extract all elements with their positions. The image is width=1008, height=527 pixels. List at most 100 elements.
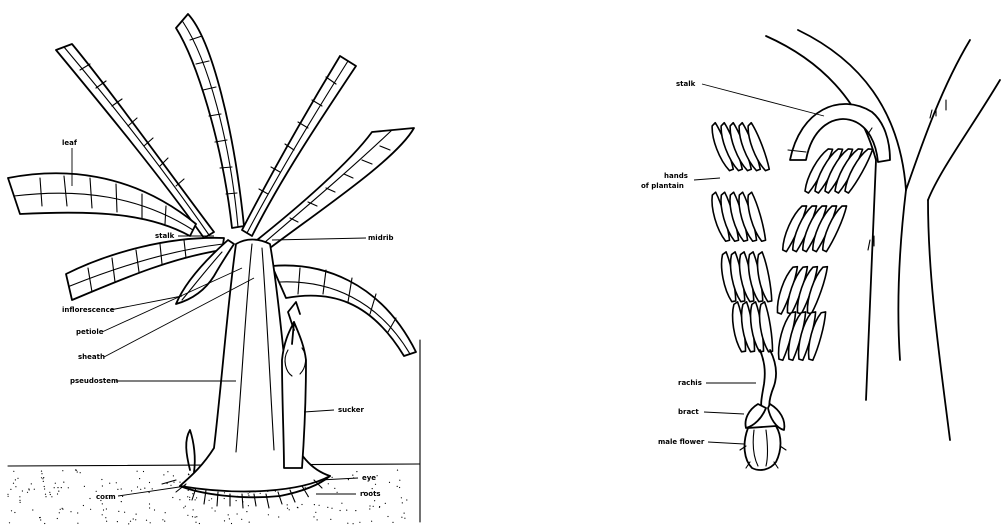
soil-dot [332,477,333,478]
soil-dot [10,489,11,490]
soil-dot [173,482,174,483]
soil-dot [13,471,14,472]
soil-dot [137,471,138,472]
soil-dot [19,500,20,501]
soil-dot [195,522,196,523]
soil-dot [152,488,153,489]
soil-dot [51,496,52,497]
soil-dot [11,510,12,511]
soil-dot [150,522,151,523]
soil-dot [401,517,402,518]
soil-dot [401,497,402,498]
label-stalk-right: stalk [676,80,696,88]
soil-dot [188,474,189,475]
label-inflorescence: inflorescence [62,306,115,314]
soil-dot [341,503,342,504]
soil-dot [315,512,316,513]
soil-dot [28,488,29,489]
soil-dot [15,486,16,487]
shoot-base-left [186,430,195,472]
soil-dot [189,499,190,500]
label-rachis: rachis [678,379,702,387]
soil-dot [146,520,147,521]
soil-dot [109,483,110,484]
soil-dot [317,519,318,520]
soil-dot [248,495,249,496]
label-sheath: sheath [78,353,105,361]
soil-dot [167,471,168,472]
soil-dot [154,509,155,510]
soil-dot [297,507,298,508]
soil-dot [404,513,405,514]
soil-dot [89,498,90,499]
soil-dot [229,518,230,519]
soil-dot [139,478,140,479]
soil-dot [162,519,163,520]
soil-dot [379,507,380,508]
soil-dot [41,471,42,472]
soil-dot [369,505,370,506]
soil-dot [215,510,216,511]
soil-dot [70,511,71,512]
soil-dot [340,510,341,511]
soil-dot [77,523,78,524]
soil-dot [57,493,58,494]
soil-dot [399,487,400,488]
soil-dot [62,470,63,471]
soil-dot [385,503,386,504]
soil-dot [137,486,138,487]
soil-dot [102,503,103,504]
label-bract: bract [678,408,699,416]
plantain-plant-diagram: leaf stalk midrib inflorescence petiole … [7,14,420,525]
soil-dot [122,496,123,497]
soil-dot [124,512,125,513]
soil-dot [57,487,58,488]
soil-dot [355,510,356,511]
soil-dot [192,493,193,494]
soil-dot [397,470,398,471]
soil-dot [287,508,288,509]
soil-dot [330,519,331,520]
soil-dot [143,471,144,472]
soil-dot [319,505,320,506]
soil-dot [14,512,15,513]
soil-dot [164,521,165,522]
soil-dot [101,479,102,480]
soil-dot [118,511,119,512]
soil-dot [359,522,360,523]
soil-dot [116,482,117,483]
soil-dot [237,513,238,514]
soil-dot [196,516,197,517]
soil-dot [402,502,403,503]
soil-dot [130,521,131,522]
soil-dot [140,489,141,490]
plantain-bunch-diagram: stalk hands of plantain rachis bract mal… [641,30,1000,470]
soil-dot [13,483,14,484]
soil-dot [192,516,193,517]
soil-dot [347,523,348,524]
soil-dot [76,470,77,471]
soil-dot [406,499,407,500]
soil-dot [392,522,393,523]
label-male-flower: male flower [658,438,705,446]
sucker [282,302,306,468]
soil-dot [149,492,150,493]
soil-dot [44,486,45,487]
soil-dot [228,514,229,515]
soil-dot [41,477,42,478]
soil-dot [50,494,51,495]
soil-dot [136,514,137,515]
soil-dot [246,511,247,512]
soil-dot [387,516,388,517]
soil-dot [278,516,279,517]
soil-dot [149,503,150,504]
soil-dot [149,507,150,508]
soil-dot [224,498,225,499]
soil-dot [356,471,357,472]
soil-dot [187,515,188,516]
soil-dot [209,500,210,501]
label-hands: hands [664,172,688,180]
label-stalk: stalk [155,232,175,240]
soil-dot [211,507,212,508]
soil-dot [102,514,103,515]
